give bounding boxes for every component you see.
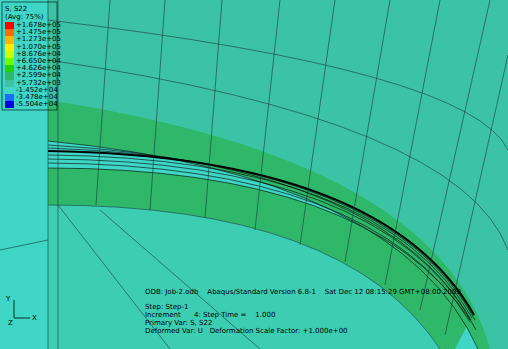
legend-value: +2.599e+04: [16, 71, 61, 79]
legend-swatch: [5, 22, 14, 29]
legend-swatch: [5, 65, 14, 72]
info-text: Step: Step-1: [145, 303, 188, 311]
legend-value: +6.650e+04: [16, 57, 61, 65]
legend-swatch: [5, 51, 14, 58]
legend-value: -5.504e+04: [16, 100, 58, 108]
legend-value: +1.070e+05: [16, 43, 61, 51]
legend-value: -3.478e+04: [16, 93, 58, 101]
info-text: Primary Var: S, S22: [145, 319, 212, 327]
info-text: Deformed Var: U Deformation Scale Factor…: [145, 327, 348, 335]
legend-title: (Avg: 75%): [5, 13, 44, 21]
axis-label: X: [32, 314, 37, 322]
axis-label: Y: [6, 295, 10, 303]
legend-swatch: [5, 72, 14, 79]
info-text: ODB: Job-2.odb Abaqus/Standard Version 6…: [145, 288, 461, 296]
legend-swatch: [5, 80, 14, 87]
legend-swatch: [5, 94, 14, 101]
legend-swatch: [5, 36, 14, 43]
legend-swatch: [5, 58, 14, 65]
legend-value: +1.678e+05: [16, 21, 61, 29]
axis-label: Z: [8, 319, 13, 327]
legend-value: +1.475e+05: [16, 28, 61, 36]
legend-value: +4.626e+04: [16, 64, 61, 72]
legend-swatch: [5, 44, 14, 51]
legend-value: -1.452e+04: [16, 86, 58, 94]
legend-swatch: [5, 87, 14, 94]
legend-swatch: [5, 29, 14, 36]
legend-value: +5.732e+03: [16, 79, 61, 87]
legend-value: +1.273e+05: [16, 35, 61, 43]
info-text: Increment 4: Step Time = 1.000: [145, 311, 275, 319]
legend-title: S, S22: [5, 5, 27, 13]
legend-value: +8.676e+04: [16, 50, 61, 58]
legend-swatch: [5, 101, 14, 108]
